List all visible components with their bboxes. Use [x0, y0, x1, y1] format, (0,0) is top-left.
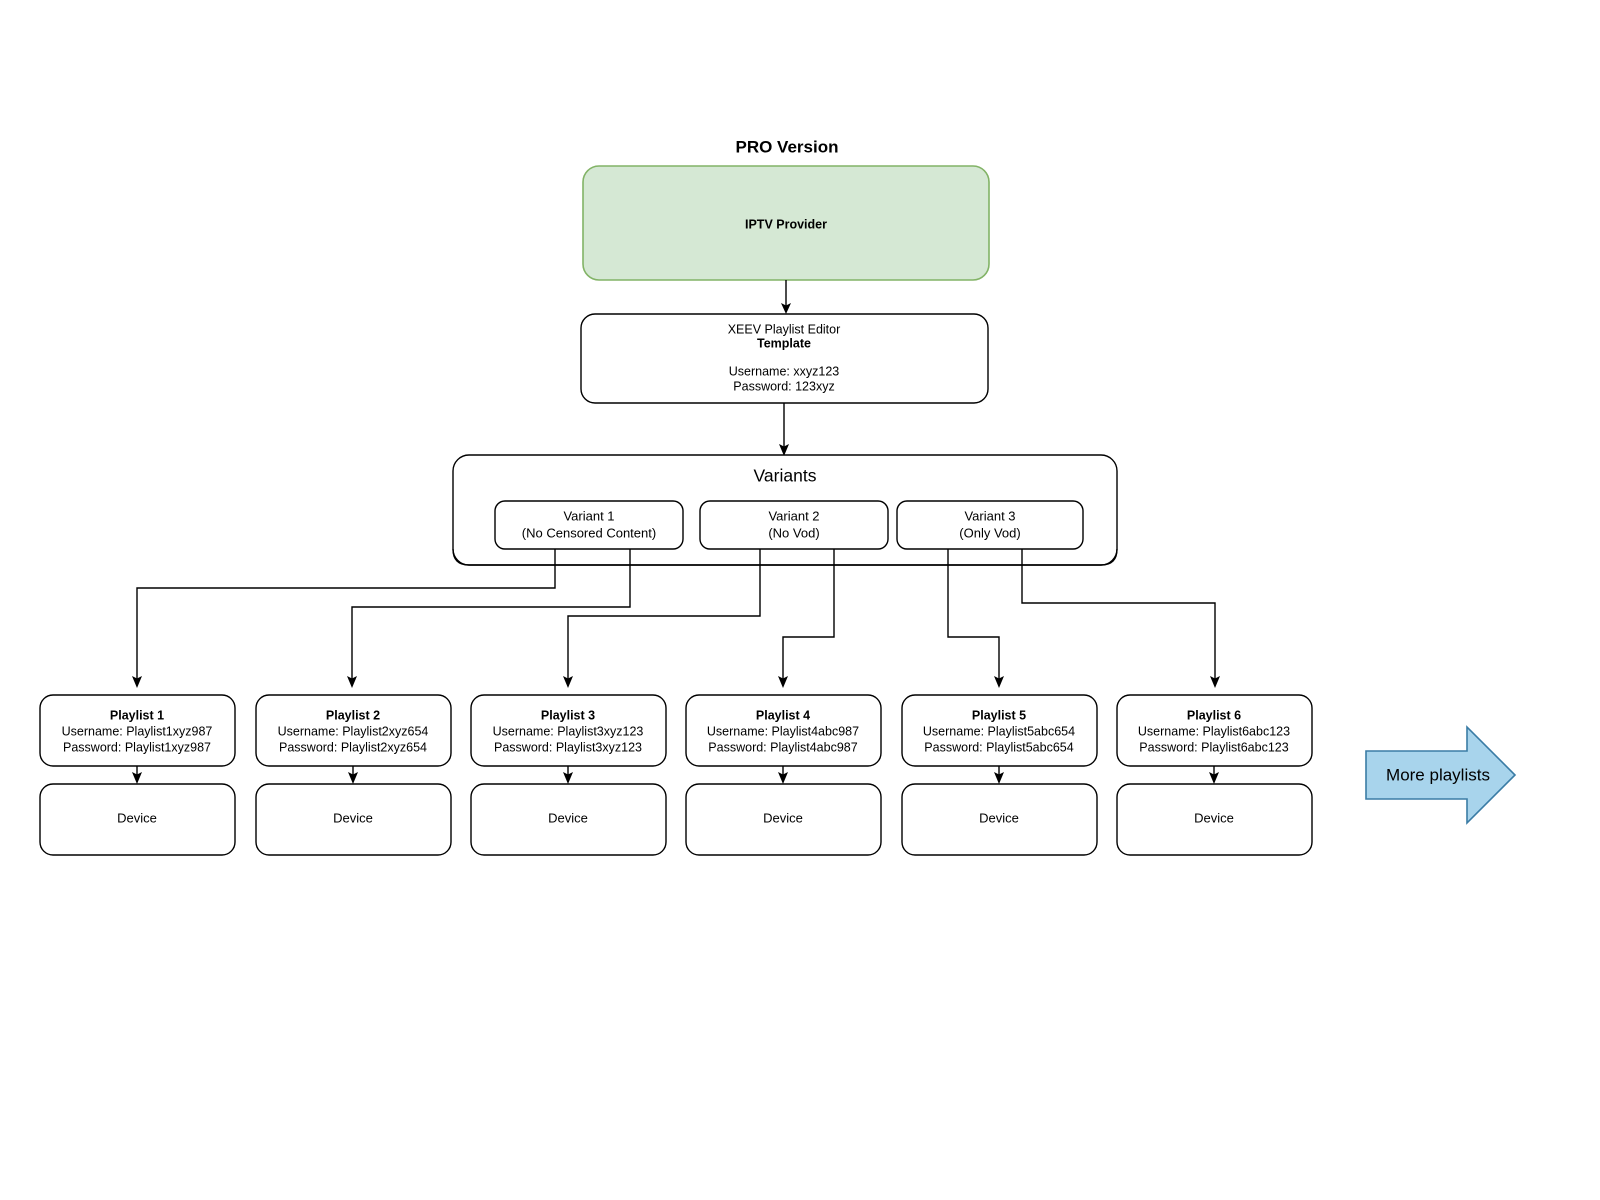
- connector-variant3-to-playlist5: [947, 549, 1004, 688]
- page-title: PRO Version: [736, 137, 839, 156]
- node-device-3[interactable]: Device: [470, 783, 667, 856]
- device-5-label: Device: [979, 810, 1019, 825]
- device-1-box[interactable]: [39, 783, 236, 856]
- playlist-6-password: Password: Playlist6abc123: [1139, 740, 1288, 754]
- device-4-label: Device: [763, 810, 803, 825]
- node-device-1[interactable]: Device: [39, 783, 236, 856]
- node-device-5[interactable]: Device: [901, 783, 1098, 856]
- variant-2-name: Variant 2: [768, 508, 819, 523]
- playlist-5-name: Playlist 5: [972, 708, 1026, 722]
- playlist-1-username: Username: Playlist1xyz987: [62, 724, 213, 738]
- device-6-box[interactable]: [1116, 783, 1313, 856]
- template-line2: Template: [757, 336, 811, 350]
- playlist-4-name: Playlist 4: [756, 708, 810, 722]
- node-playlist-3[interactable]: Playlist 3 Username: Playlist3xyz123 Pas…: [470, 694, 667, 767]
- playlist-1-name: Playlist 1: [110, 708, 164, 722]
- playlist-2-name: Playlist 2: [326, 708, 380, 722]
- connector-variant2-to-playlist3: [563, 549, 761, 688]
- connector-template-to-variants: [779, 403, 789, 456]
- connector-provider-to-template: [781, 280, 791, 314]
- connector-variant2-to-playlist4: [778, 549, 835, 688]
- connector-playlist6-to-device6: [1209, 766, 1219, 784]
- playlist-6-username: Username: Playlist6abc123: [1138, 724, 1290, 738]
- node-device-6[interactable]: Device: [1116, 783, 1313, 856]
- node-playlist-5[interactable]: Playlist 5 Username: Playlist5abc654 Pas…: [901, 694, 1098, 767]
- device-5-box[interactable]: [901, 783, 1098, 856]
- variant-2-box[interactable]: [699, 500, 889, 550]
- connector-variant3-to-playlist6: [1021, 549, 1220, 688]
- template-username: Username: xxyz123: [729, 364, 840, 378]
- playlist-5-password: Password: Playlist5abc654: [924, 740, 1073, 754]
- variant-2-desc: (No Vod): [768, 525, 819, 540]
- playlist-4-password: Password: Playlist4abc987: [708, 740, 857, 754]
- playlist-5-username: Username: Playlist5abc654: [923, 724, 1075, 738]
- node-device-4[interactable]: Device: [685, 783, 882, 856]
- variant-1-desc: (No Censored Content): [522, 525, 656, 540]
- variant-3-desc: (Only Vod): [959, 525, 1020, 540]
- connector-variant1-to-playlist1: [132, 549, 556, 688]
- iptv-provider-label: IPTV Provider: [745, 217, 827, 231]
- more-playlists-arrow[interactable]: More playlists: [1365, 725, 1517, 825]
- device-4-box[interactable]: [685, 783, 882, 856]
- device-1-label: Device: [117, 810, 157, 825]
- node-variant-3[interactable]: Variant 3 (Only Vod): [896, 500, 1084, 550]
- connector-playlist3-to-device3: [563, 766, 573, 784]
- device-6-label: Device: [1194, 810, 1234, 825]
- connector-variant1-to-playlist2: [347, 549, 631, 688]
- node-playlist-1[interactable]: Playlist 1 Username: Playlist1xyz987 Pas…: [39, 694, 236, 767]
- playlist-2-password: Password: Playlist2xyz654: [279, 740, 427, 754]
- variant-1-name: Variant 1: [563, 508, 614, 523]
- device-2-box[interactable]: [255, 783, 452, 856]
- variants-container-label: Variants: [754, 466, 817, 486]
- playlist-1-password: Password: Playlist1xyz987: [63, 740, 211, 754]
- more-playlists-label: More playlists: [1386, 765, 1490, 784]
- connector-playlist1-to-device1: [132, 766, 142, 784]
- node-playlist-2[interactable]: Playlist 2 Username: Playlist2xyz654 Pas…: [255, 694, 452, 767]
- playlist-2-username: Username: Playlist2xyz654: [278, 724, 429, 738]
- variant-3-name: Variant 3: [964, 508, 1015, 523]
- variant-1-box[interactable]: [494, 500, 684, 550]
- device-3-box[interactable]: [470, 783, 667, 856]
- node-iptv-provider[interactable]: IPTV Provider: [582, 165, 990, 281]
- playlist-3-username: Username: Playlist3xyz123: [493, 724, 644, 738]
- playlist-3-password: Password: Playlist3xyz123: [494, 740, 642, 754]
- connector-playlist4-to-device4: [778, 766, 788, 784]
- variant-3-box[interactable]: [896, 500, 1084, 550]
- device-3-label: Device: [548, 810, 588, 825]
- connector-playlist2-to-device2: [348, 766, 358, 784]
- node-variant-1[interactable]: Variant 1 (No Censored Content): [494, 500, 684, 550]
- playlist-3-name: Playlist 3: [541, 708, 595, 722]
- connector-playlist5-to-device5: [994, 766, 1004, 784]
- connector-bus-lines: [452, 548, 1118, 566]
- node-template[interactable]: XEEV Playlist Editor Template Username: …: [580, 313, 989, 404]
- right-arrow-icon[interactable]: [1365, 725, 1517, 825]
- device-2-label: Device: [333, 810, 373, 825]
- template-password: Password: 123xyz: [733, 379, 834, 393]
- node-device-2[interactable]: Device: [255, 783, 452, 856]
- playlist-6-name: Playlist 6: [1187, 708, 1241, 722]
- template-line1: XEEV Playlist Editor: [728, 322, 841, 336]
- playlist-4-username: Username: Playlist4abc987: [707, 724, 859, 738]
- node-playlist-4[interactable]: Playlist 4 Username: Playlist4abc987 Pas…: [685, 694, 882, 767]
- node-variant-2[interactable]: Variant 2 (No Vod): [699, 500, 889, 550]
- node-playlist-6[interactable]: Playlist 6 Username: Playlist6abc123 Pas…: [1116, 694, 1313, 767]
